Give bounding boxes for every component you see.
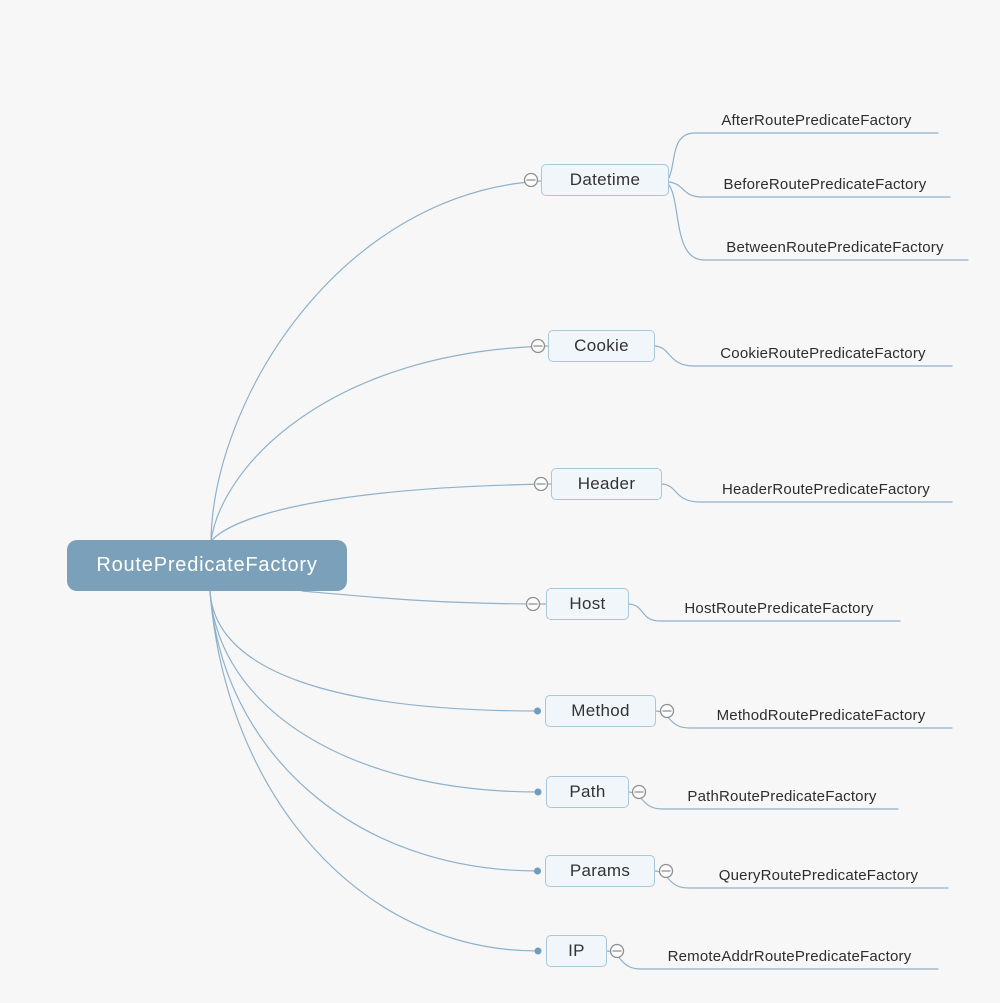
- edge-cookie-leaf: [654, 345, 953, 367]
- topic-path[interactable]: Path: [546, 776, 629, 808]
- edge-root-header: [210, 483, 552, 542]
- leaf-header-route-predicate-factory[interactable]: HeaderRoutePredicateFactory: [700, 478, 952, 502]
- topic-header-label: Header: [577, 474, 636, 493]
- leaf-label: QueryRoutePredicateFactory: [718, 867, 919, 884]
- collapse-icon-ip[interactable]: [609, 943, 625, 959]
- leaf-label: HeaderRoutePredicateFactory: [721, 481, 930, 498]
- topic-datetime[interactable]: Datetime: [541, 164, 669, 196]
- collapse-icon-method[interactable]: [659, 703, 675, 719]
- leaf-label: PathRoutePredicateFactory: [687, 788, 877, 805]
- edge-root-datetime: [210, 180, 542, 542]
- collapse-icon-params[interactable]: [658, 863, 674, 879]
- leaf-between-route-predicate-factory[interactable]: BetweenRoutePredicateFactory: [702, 236, 968, 260]
- leaf-cookie-route-predicate-factory[interactable]: CookieRoutePredicateFactory: [694, 342, 952, 366]
- anchor-dot-path: [534, 788, 542, 796]
- topic-method-label: Method: [571, 701, 630, 720]
- leaf-before-route-predicate-factory[interactable]: BeforeRoutePredicateFactory: [700, 173, 950, 197]
- edge-root-params: [209, 590, 539, 872]
- topic-method[interactable]: Method: [545, 695, 656, 727]
- root-topic-label: RoutePredicateFactory: [96, 554, 318, 576]
- edge-datetime-between: [668, 184, 969, 261]
- leaf-label: BeforeRoutePredicateFactory: [723, 176, 927, 193]
- topic-header[interactable]: Header: [551, 468, 662, 500]
- root-topic[interactable]: RoutePredicateFactory: [67, 540, 347, 591]
- leaf-label: AfterRoutePredicateFactory: [721, 112, 912, 129]
- collapse-icon-path[interactable]: [631, 784, 647, 800]
- edge-root-cookie: [210, 345, 549, 542]
- collapse-icon-host[interactable]: [525, 596, 541, 612]
- leaf-label: RemoteAddrRoutePredicateFactory: [667, 948, 912, 965]
- topic-ip[interactable]: IP: [546, 935, 607, 967]
- topic-cookie-label: Cookie: [574, 336, 629, 355]
- topic-host-label: Host: [569, 594, 606, 613]
- topic-datetime-label: Datetime: [569, 170, 641, 189]
- collapse-icon-datetime[interactable]: [523, 172, 539, 188]
- anchor-dot-method: [534, 707, 541, 715]
- leaf-query-route-predicate-factory[interactable]: QueryRoutePredicateFactory: [689, 864, 948, 888]
- edge-root-host: [301, 590, 547, 605]
- anchor-dot-params: [534, 867, 541, 875]
- leaf-label: MethodRoutePredicateFactory: [716, 707, 926, 724]
- collapse-icon-cookie[interactable]: [530, 338, 546, 354]
- topic-params-label: Params: [569, 861, 631, 880]
- topic-cookie[interactable]: Cookie: [548, 330, 655, 362]
- edge-root-ip: [209, 590, 539, 952]
- leaf-host-route-predicate-factory[interactable]: HostRoutePredicateFactory: [658, 597, 900, 621]
- leaf-path-route-predicate-factory[interactable]: PathRoutePredicateFactory: [666, 785, 898, 809]
- leaf-label: HostRoutePredicateFactory: [684, 600, 874, 617]
- edge-root-path: [209, 590, 539, 793]
- leaf-remote-addr-route-predicate-factory[interactable]: RemoteAddrRoutePredicateFactory: [641, 945, 938, 969]
- topic-host[interactable]: Host: [546, 588, 629, 620]
- topic-params[interactable]: Params: [545, 855, 655, 887]
- leaf-after-route-predicate-factory[interactable]: AfterRoutePredicateFactory: [695, 109, 938, 133]
- edge-datetime-after: [668, 132, 939, 179]
- anchor-dot-ip: [534, 947, 542, 955]
- edge-host-leaf: [628, 603, 901, 622]
- leaf-label: CookieRoutePredicateFactory: [720, 345, 926, 362]
- edge-header-leaf: [661, 483, 953, 503]
- edge-datetime-before: [668, 181, 951, 198]
- topic-ip-label: IP: [568, 941, 585, 960]
- edge-root-method: [209, 590, 539, 712]
- topic-path-label: Path: [569, 782, 606, 801]
- leaf-method-route-predicate-factory[interactable]: MethodRoutePredicateFactory: [690, 704, 952, 728]
- collapse-icon-header[interactable]: [533, 476, 549, 492]
- leaf-label: BetweenRoutePredicateFactory: [726, 239, 944, 256]
